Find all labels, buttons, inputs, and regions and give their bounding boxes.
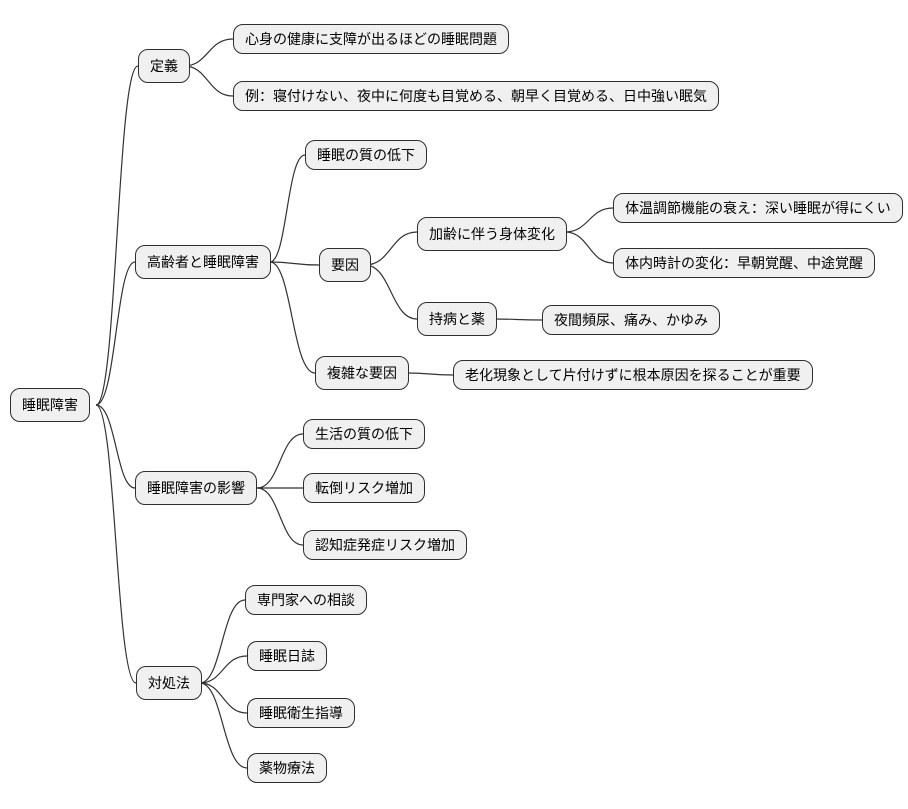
node-definition-description: 心身の健康に支障が出るほどの睡眠問題: [233, 24, 509, 54]
node-body-clock-change: 体内時計の変化：早朝覚醒、中途覚醒: [613, 248, 875, 278]
node-root: 睡眠障害: [10, 388, 90, 422]
node-complex-factors: 複雑な要因: [315, 356, 409, 390]
edges-from-chronic-disease: [492, 318, 543, 321]
node-pharmacotherapy: 薬物療法: [247, 753, 327, 783]
node-elderly-sleep-disorder: 高齢者と睡眠障害: [135, 245, 271, 279]
node-fall-risk-increase: 転倒リスク増加: [303, 473, 425, 503]
node-consult-specialist: 専門家への相談: [245, 585, 367, 615]
edges-from-countermeasures: [199, 599, 248, 769]
node-chronic-disease-medication: 持病と薬: [417, 302, 497, 336]
node-effects: 睡眠障害の影響: [135, 471, 257, 505]
edges-from-root: [95, 65, 139, 684]
node-thermoregulation-decline: 体温調節機能の衰え：深い睡眠が得にくい: [613, 193, 903, 223]
node-definition-examples: 例：寝付けない、夜中に何度も目覚める、朝早く目覚める、日中強い眠気: [233, 81, 719, 111]
edges-from-factors: [364, 231, 418, 320]
edges-from-elderly: [269, 154, 320, 374]
node-sleep-hygiene-guidance: 睡眠衛生指導: [247, 698, 355, 728]
node-definition: 定義: [138, 49, 190, 83]
edges-from-effects: [256, 433, 304, 546]
node-countermeasures: 対処法: [136, 666, 202, 700]
node-qol-decline: 生活の質の低下: [303, 419, 425, 449]
edges-from-complex-factors: [406, 372, 454, 376]
edges-from-definition: [183, 38, 234, 97]
node-root-cause-importance: 老化現象として片付けずに根本原因を探ることが重要: [453, 360, 813, 390]
edges-from-aging-body-changes: [564, 207, 614, 264]
node-sleep-diary: 睡眠日誌: [247, 641, 327, 671]
node-factors: 要因: [319, 248, 371, 282]
node-sleep-quality-decline: 睡眠の質の低下: [305, 140, 427, 170]
node-aging-body-changes: 加齢に伴う身体変化: [417, 217, 567, 251]
node-nocturia-pain-itch: 夜間頻尿、痛み、かゆみ: [542, 305, 720, 335]
node-dementia-risk-increase: 認知症発症リスク増加: [303, 530, 467, 560]
